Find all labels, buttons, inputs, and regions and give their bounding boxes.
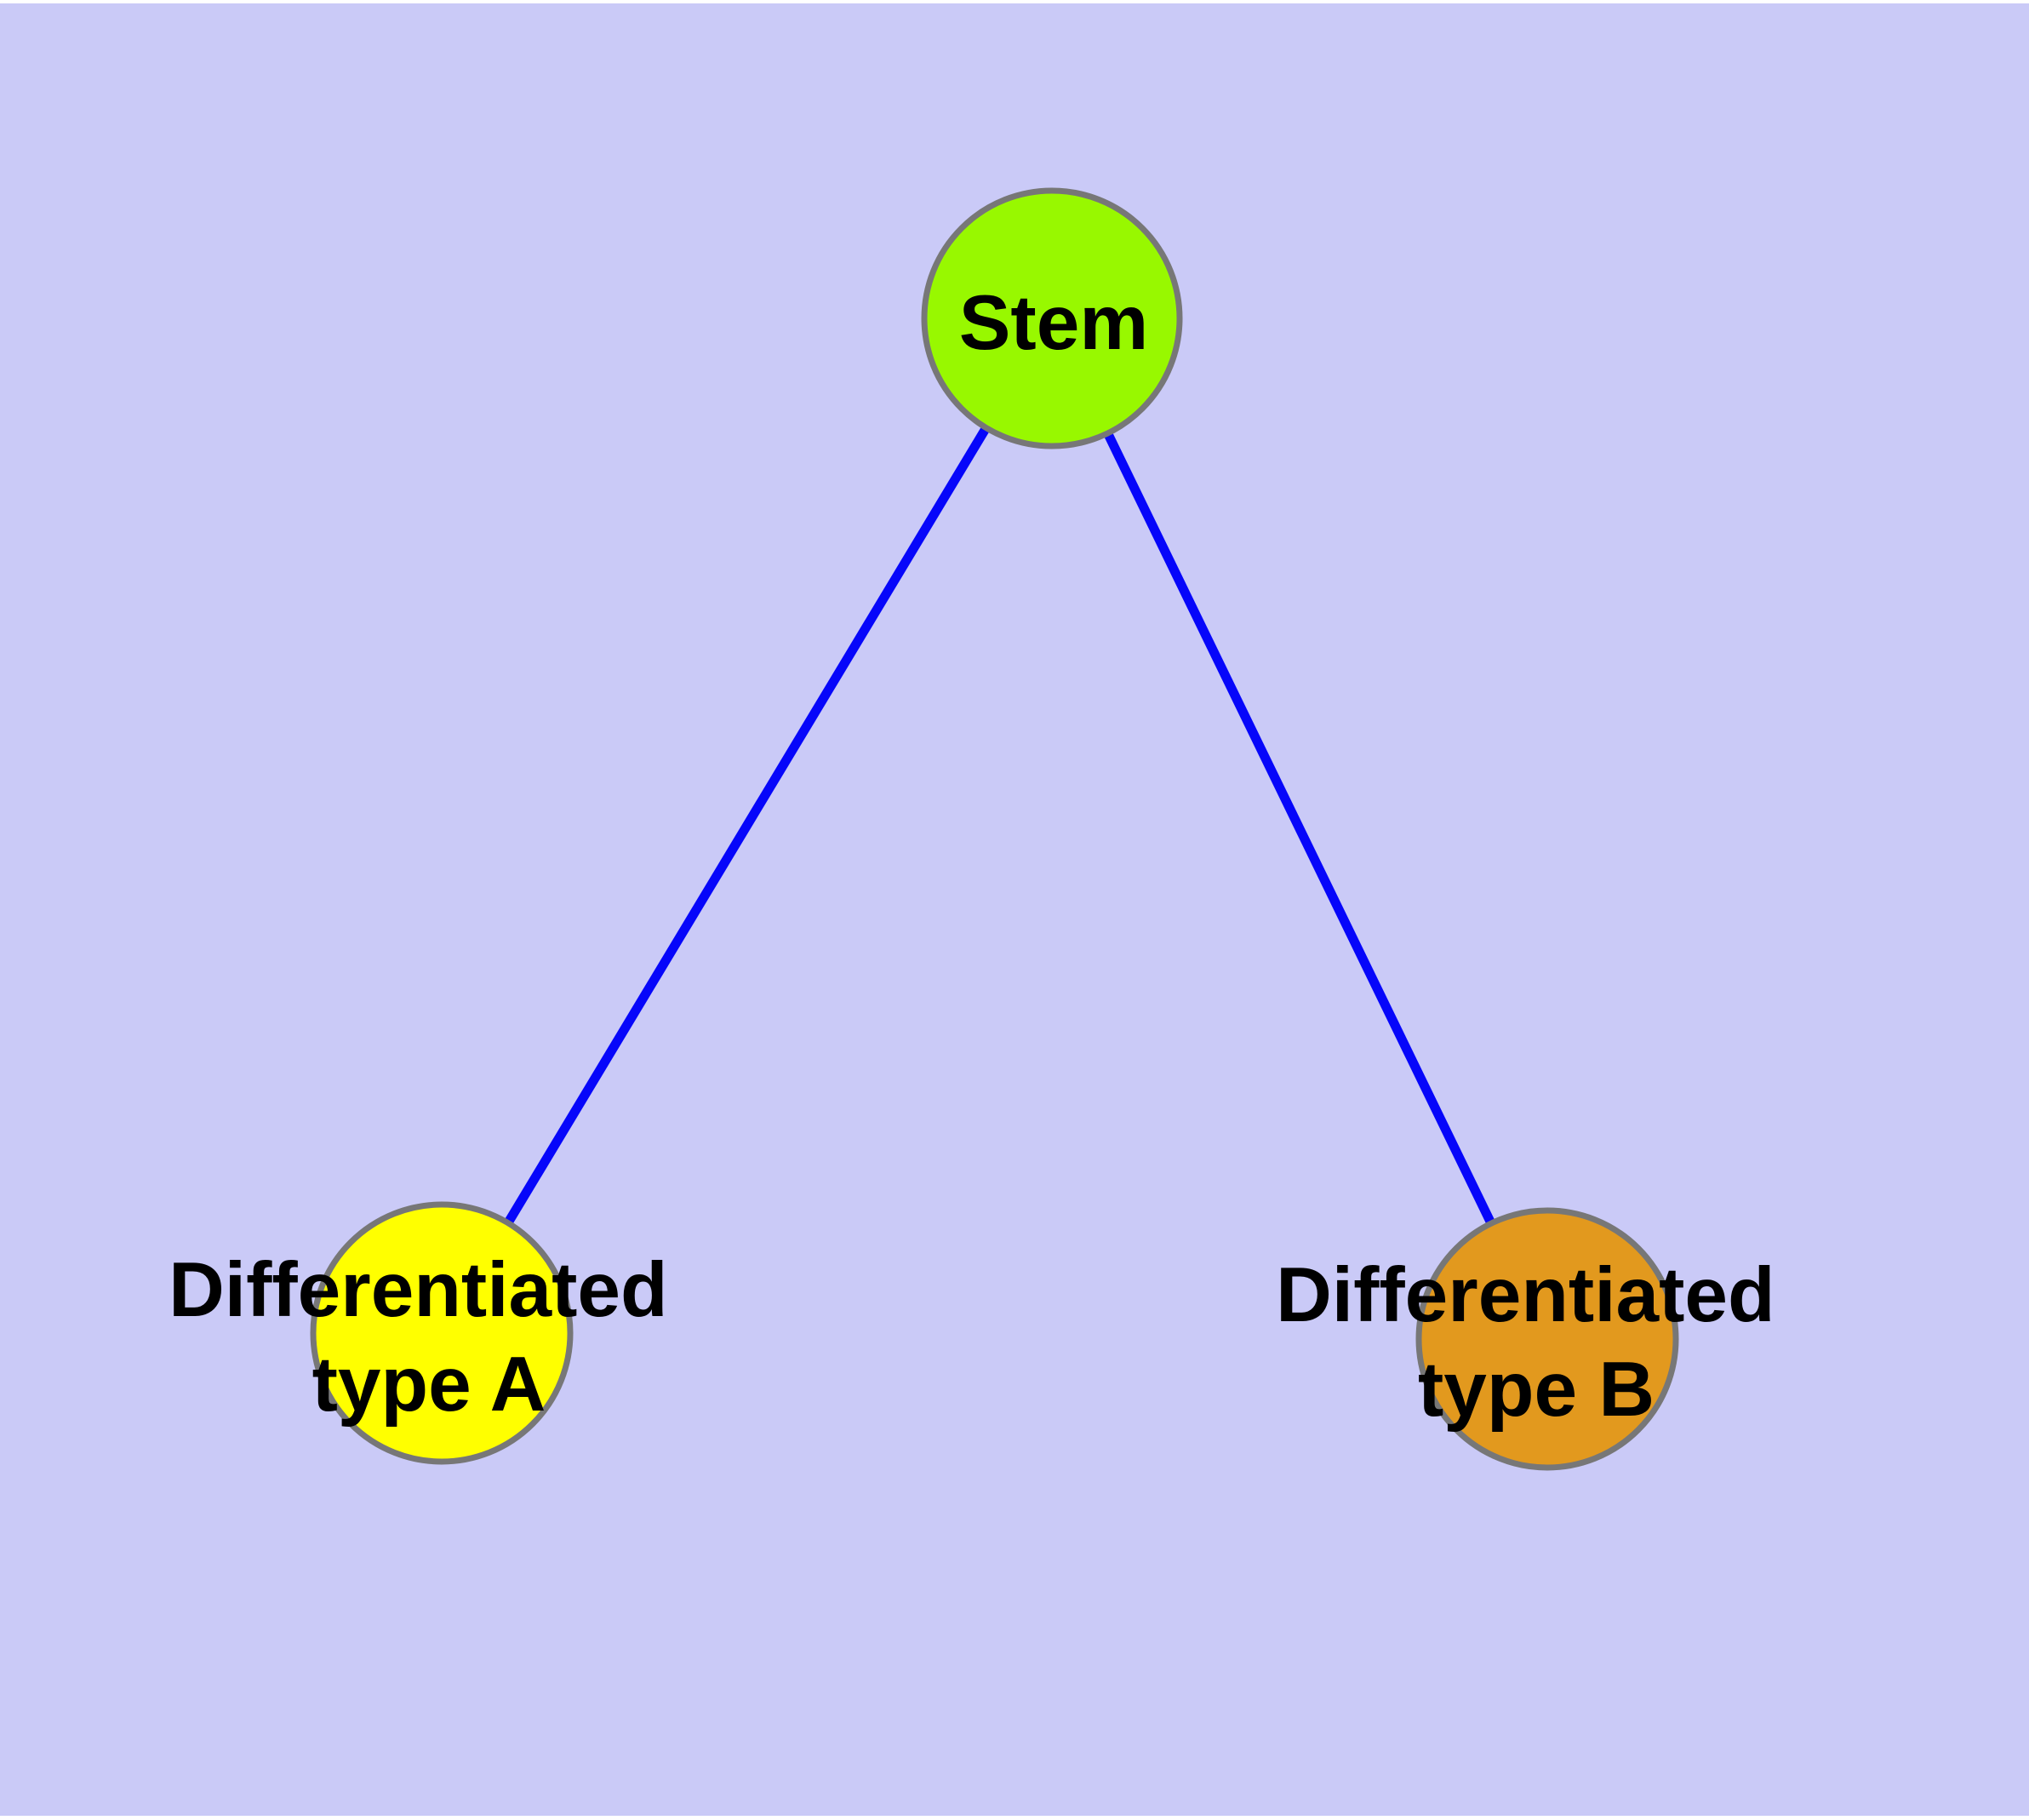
node-label-stem: Stem xyxy=(959,280,1149,366)
bottom-margin-strip xyxy=(0,1816,2029,1820)
edge-stem-to-differentiated-type-b xyxy=(1048,316,1552,1342)
node-label-differentiated-type-b-line1: Differentiated xyxy=(1276,1252,1775,1338)
node-differentiated-type-b xyxy=(1415,1207,1679,1471)
node-label-differentiated-type-a-line2: type A xyxy=(312,1342,546,1428)
node-differentiated-type-a xyxy=(310,1201,574,1465)
top-margin-strip xyxy=(0,0,2029,3)
node-label-differentiated-type-b-line2: type B xyxy=(1418,1347,1655,1433)
node-label-differentiated-type-a-line1: Differentiated xyxy=(169,1247,668,1333)
node-stem xyxy=(921,187,1183,449)
edge-stem-to-differentiated-type-a xyxy=(437,316,1056,1336)
node-label-differentiated-type-b: Differentiated type B xyxy=(1276,1252,1797,1433)
node-label-differentiated-type-a: Differentiated type A xyxy=(169,1247,689,1428)
